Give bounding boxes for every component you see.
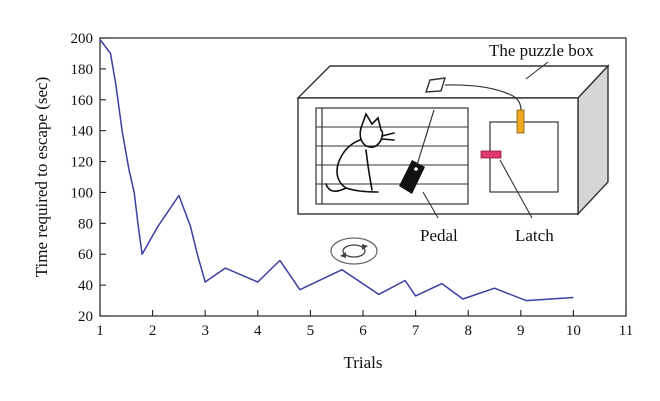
pedal-icon xyxy=(399,109,435,194)
x-tick-label: 6 xyxy=(359,323,367,339)
cat-icon xyxy=(325,112,395,193)
latch-leader xyxy=(499,159,533,219)
cycle-icon xyxy=(330,237,378,265)
x-tick-label: 8 xyxy=(464,323,472,339)
x-tick-label: 1 xyxy=(96,323,104,339)
pulley-icon xyxy=(425,77,446,93)
latch-string xyxy=(444,84,522,111)
x-tick-label: 3 xyxy=(201,323,209,339)
y-tick-label: 20 xyxy=(78,309,93,325)
y-tick-label: 100 xyxy=(71,185,94,201)
y-tick-label: 80 xyxy=(78,216,93,232)
y-tick-label: 160 xyxy=(71,93,94,109)
latch-label: Latch xyxy=(515,226,554,245)
y-tick-label: 180 xyxy=(71,62,94,78)
x-tick-label: 2 xyxy=(149,323,157,339)
y-axis-title: Time required to escape (sec) xyxy=(32,77,51,277)
x-tick-label: 11 xyxy=(619,323,633,339)
latch-icon xyxy=(480,150,502,159)
series-layer xyxy=(99,39,574,302)
y-tick-label: 140 xyxy=(71,124,94,140)
y-axis-ticks: 20 40 60 80 100 120 140 160 180 200 xyxy=(71,31,106,325)
pedal-leader xyxy=(422,191,439,219)
door-handle xyxy=(516,109,525,134)
box-top-face xyxy=(296,65,610,99)
puzzle-box-illustration: The puzzle box Pedal Latch xyxy=(296,41,610,245)
y-tick-label: 60 xyxy=(78,247,93,263)
x-tick-label: 10 xyxy=(566,323,581,339)
series-line xyxy=(99,39,574,302)
x-tick-label: 9 xyxy=(517,323,525,339)
x-tick-label: 4 xyxy=(254,323,262,339)
pedal-label: Pedal xyxy=(420,226,458,245)
puzzle-box-label: The puzzle box xyxy=(489,41,594,60)
x-axis-title: Trials xyxy=(343,353,382,372)
x-tick-label: 7 xyxy=(412,323,420,339)
x-axis-ticks: 1 2 3 4 5 6 7 8 9 10 11 xyxy=(96,310,633,339)
x-tick-label: 5 xyxy=(307,323,315,339)
cage-frame xyxy=(315,107,469,205)
y-tick-label: 120 xyxy=(71,155,94,171)
puzzle-box-leader xyxy=(525,61,549,80)
y-tick-label: 200 xyxy=(71,31,94,47)
y-tick-label: 40 xyxy=(78,278,93,294)
